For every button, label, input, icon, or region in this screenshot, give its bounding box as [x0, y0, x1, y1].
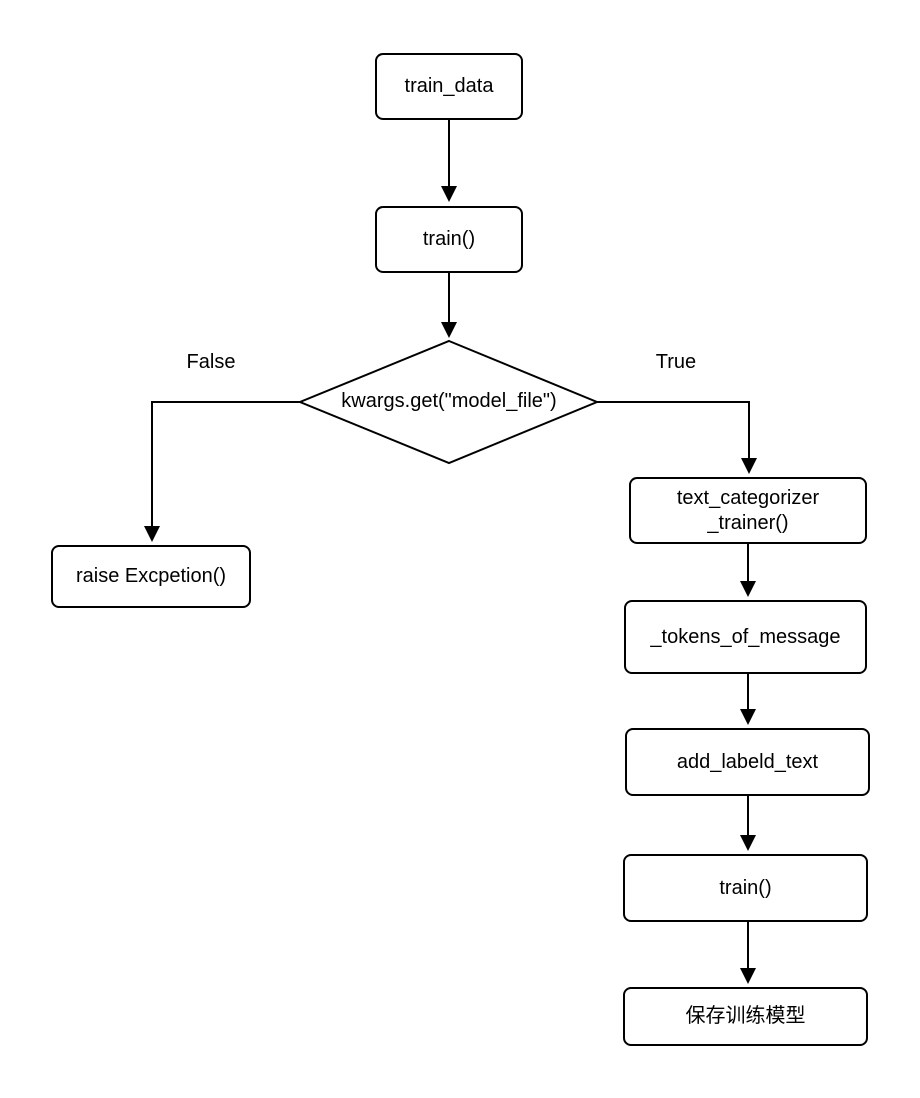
node-train-2: train()	[623, 854, 868, 922]
node-raise-exception-label: raise Excpetion()	[75, 565, 227, 587]
node-train-2-label: train()	[719, 876, 772, 899]
node-tokens-of-message: _tokens_of_message	[624, 600, 867, 674]
decision-label: kwargs.get("model_file")	[341, 390, 557, 412]
node-save-model: 保存训练模型	[623, 987, 868, 1046]
arrow-decision-true-to-text-categorizer	[597, 401, 757, 474]
node-raise-exception: raise Excpetion()	[51, 545, 251, 608]
arrow-decision-false-to-raise-exception	[144, 401, 300, 542]
edge-label-false: False	[186, 351, 236, 373]
node-text-categorizer-trainer: text_categorizer _trainer()	[629, 477, 867, 544]
node-train-data-label: train_data	[404, 75, 494, 97]
node-text-categorizer-trainer-label: text_categorizer _trainer()	[676, 486, 820, 534]
node-save-model-label: 保存训练模型	[685, 1005, 806, 1027]
node-train: train()	[375, 206, 523, 273]
node-train-label: train()	[422, 228, 476, 250]
node-tokens-of-message-label: _tokens_of_message	[650, 625, 841, 648]
node-train-data: train_data	[375, 53, 523, 120]
decision-diamond	[297, 339, 600, 465]
node-add-labeld-text: add_labeld_text	[625, 728, 870, 796]
node-add-labeld-text-label: add_labeld_text	[676, 750, 819, 773]
edge-label-true: True	[655, 351, 697, 373]
